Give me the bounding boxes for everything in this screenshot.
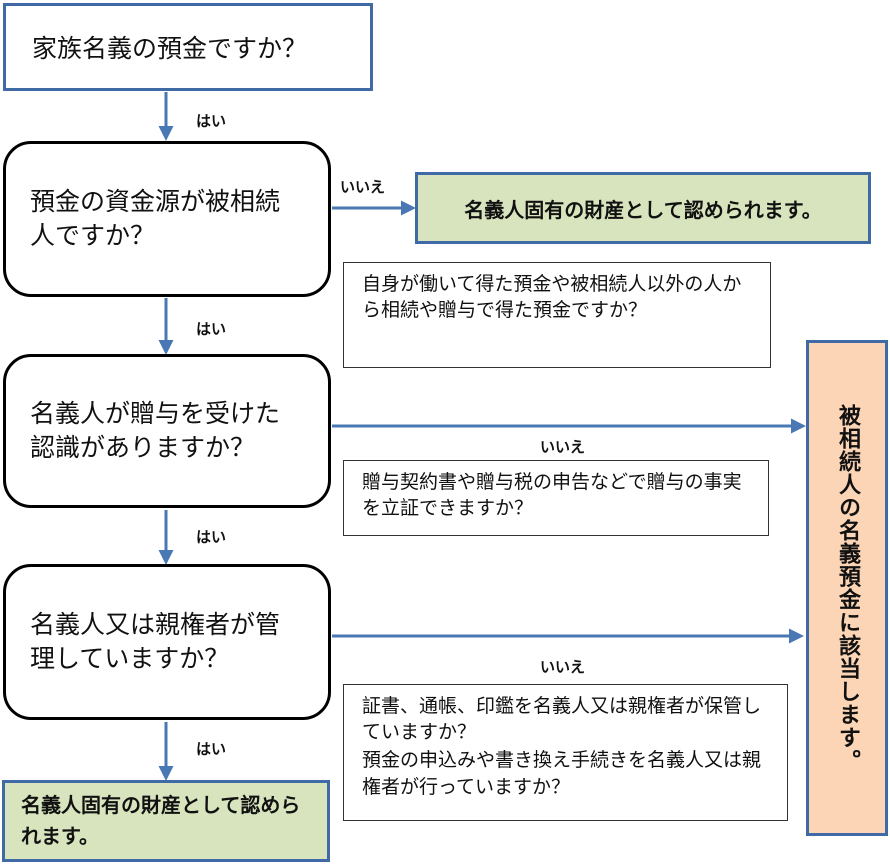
result-right-text: 名義人固有の財産として認められます。 bbox=[464, 197, 822, 222]
note-1-text: 自身が働いて得た預金や被相続人以外の人から相続や贈与で得た預金ですか？ bbox=[362, 273, 742, 322]
note-3-box: 証書、通帳、印鑑を名義人又は親権者が保管していますか？ 預金の申込みや書き換え手… bbox=[343, 684, 788, 821]
start-question-box: 家族名義の預金ですか？ bbox=[3, 3, 373, 91]
yes-label-4: はい bbox=[196, 740, 227, 758]
result-right-box: 名義人固有の財産として認められます。 bbox=[415, 172, 871, 244]
no-label-1: いいえ bbox=[340, 178, 386, 196]
yes-label-2: はい bbox=[196, 320, 227, 338]
question-2-text: 名義人が贈与を受けた認識がありますか？ bbox=[30, 399, 281, 462]
start-question-text: 家族名義の預金ですか？ bbox=[32, 34, 308, 63]
yes-label-3: はい bbox=[196, 528, 227, 546]
no-label-3: いいえ bbox=[540, 658, 586, 676]
result-bottom-box: 名義人固有の財産として認められます。 bbox=[2, 780, 330, 862]
result-bottom-text: 名義人固有の財産として認められます。 bbox=[21, 793, 301, 848]
question-3-box: 名義人又は親権者が管理していますか？ bbox=[3, 564, 331, 720]
question-3-text: 名義人又は親権者が管理していますか？ bbox=[30, 610, 281, 673]
result-side-box: 被相続人の名義預金に該当します。 bbox=[806, 340, 888, 836]
question-1-box: 預金の資金源が被相続人ですか？ bbox=[3, 141, 331, 297]
yes-label-1: はい bbox=[196, 112, 227, 130]
no-label-2: いいえ bbox=[540, 438, 586, 456]
note-3-text-1: 証書、通帳、印鑑を名義人又は親権者が保管していますか？ bbox=[362, 695, 762, 744]
result-side-text: 被相続人の名義預金に該当します。 bbox=[835, 404, 860, 772]
note-2-text: 贈与契約書や贈与税の申告などで贈与の事実を立証できますか？ bbox=[362, 471, 742, 520]
note-3-text-2: 預金の申込みや書き換え手続きを名義人又は親権者が行っていますか？ bbox=[362, 749, 762, 798]
note-2-box: 贈与契約書や贈与税の申告などで贈与の事実を立証できますか？ bbox=[343, 460, 769, 536]
question-1-text: 預金の資金源が被相続人ですか？ bbox=[30, 187, 281, 250]
question-2-box: 名義人が贈与を受けた認識がありますか？ bbox=[3, 354, 331, 508]
note-1-box: 自身が働いて得た預金や被相続人以外の人から相続や贈与で得た預金ですか？ bbox=[343, 262, 771, 368]
